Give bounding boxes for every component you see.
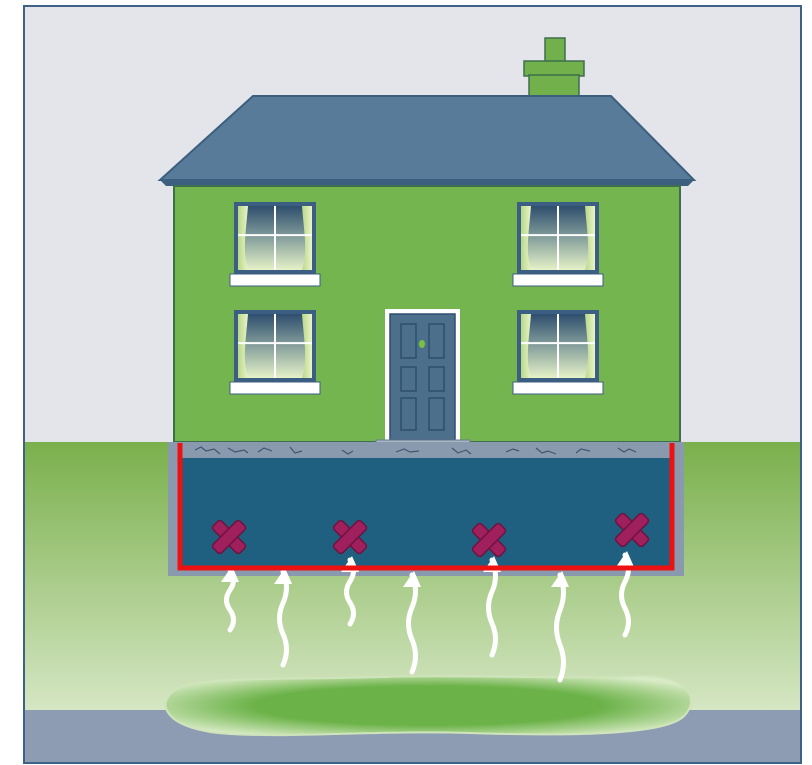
window xyxy=(230,202,320,286)
window xyxy=(230,310,320,394)
front-door xyxy=(376,309,470,447)
window xyxy=(513,310,603,394)
radon-source-pool xyxy=(166,676,691,735)
window xyxy=(513,202,603,286)
window-sill xyxy=(513,382,603,394)
basement xyxy=(180,458,672,568)
window-sill xyxy=(230,274,320,286)
window-sill xyxy=(230,382,320,394)
roof xyxy=(160,96,694,180)
window-sill xyxy=(513,274,603,286)
door-knob xyxy=(419,340,425,348)
